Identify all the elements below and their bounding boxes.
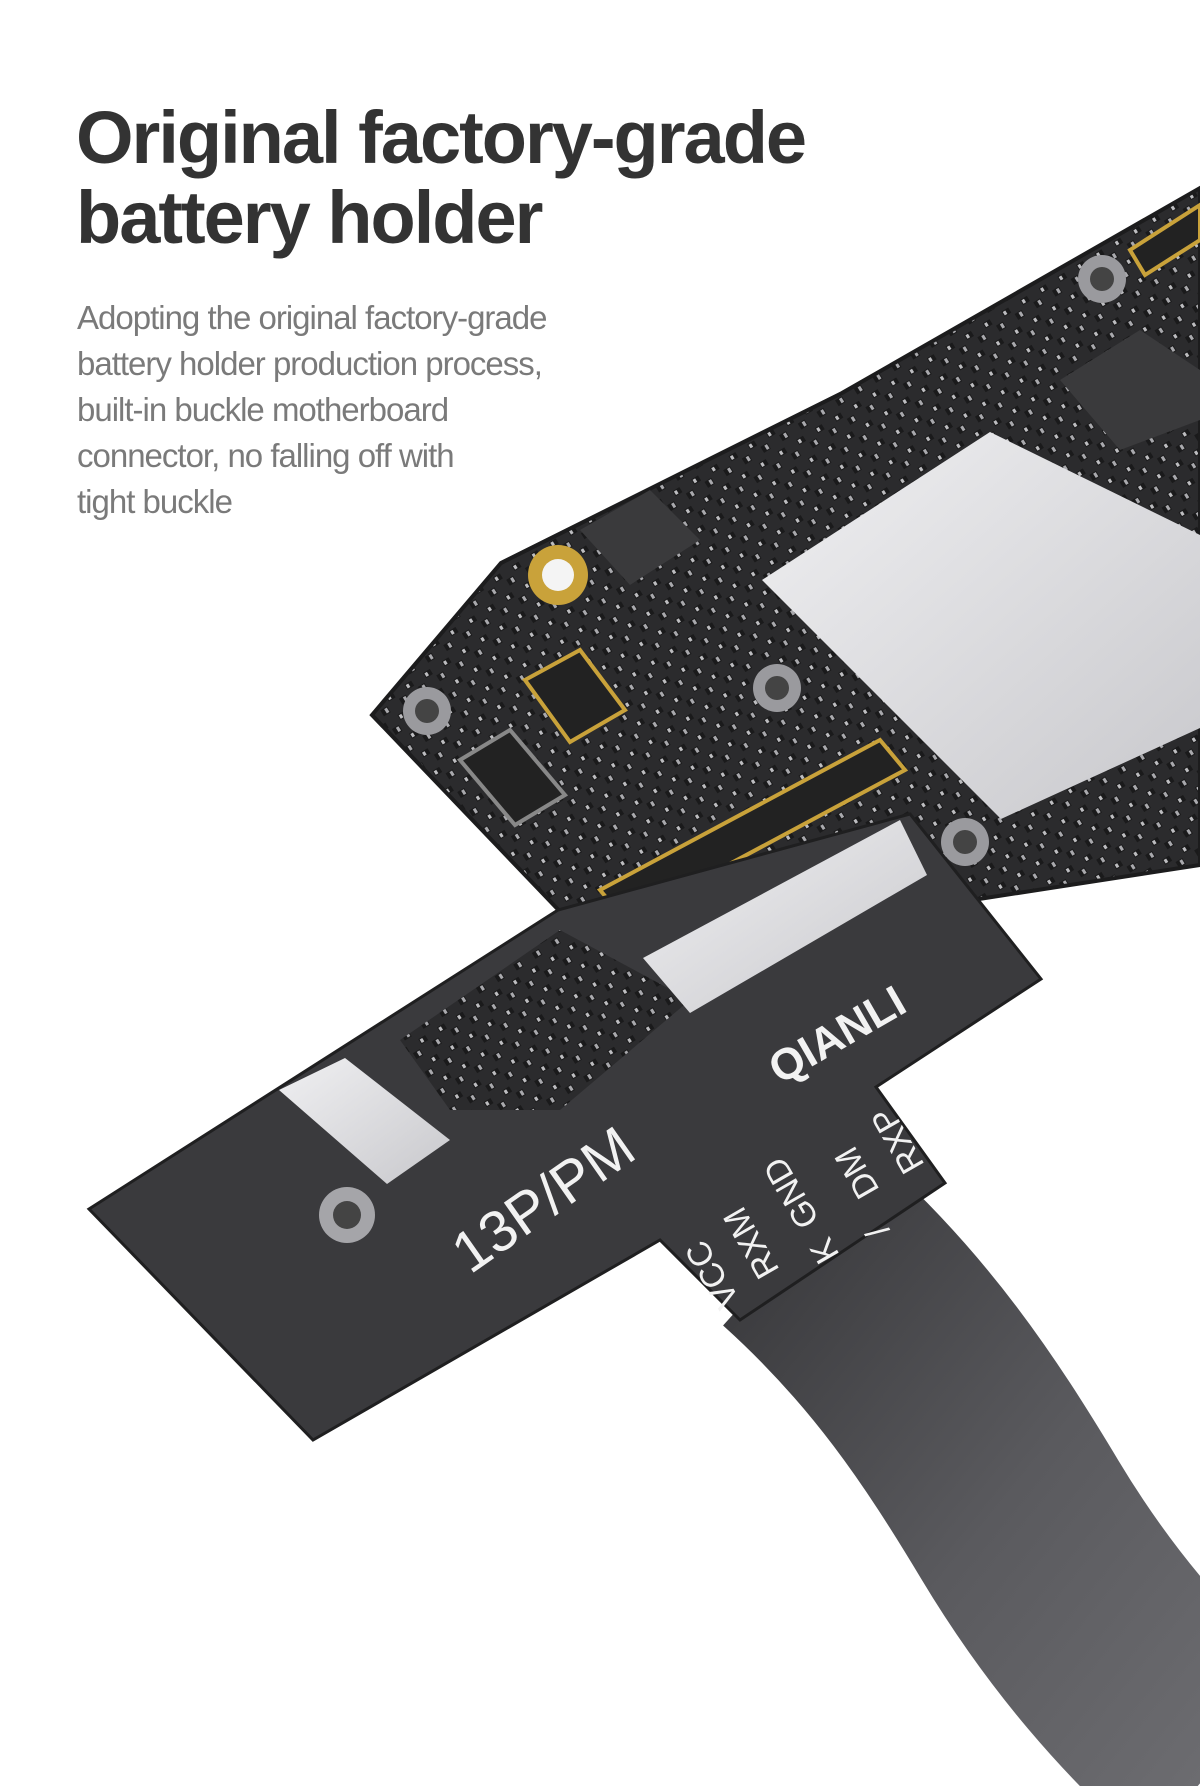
gold-mount-ring-icon bbox=[528, 545, 588, 605]
title-line: Original factory-grade bbox=[76, 96, 807, 179]
chip bbox=[580, 490, 700, 585]
flex-pad bbox=[643, 820, 927, 1013]
description-line: connector, no falling off with bbox=[77, 437, 455, 474]
description-line: battery holder production process, bbox=[77, 345, 543, 382]
board-connector bbox=[1127, 202, 1200, 278]
flex-cable bbox=[86, 812, 1044, 1442]
flex-components bbox=[400, 930, 690, 1110]
description: Adopting the original factory-grade batt… bbox=[77, 295, 637, 525]
screw-icon bbox=[941, 818, 989, 866]
cable bbox=[722, 1154, 1200, 1786]
page-title: Original factory-grade battery holder bbox=[76, 96, 807, 259]
screw-icon bbox=[753, 664, 801, 712]
screw-icon bbox=[319, 1187, 375, 1243]
chip bbox=[1060, 330, 1200, 450]
board-connector bbox=[522, 647, 628, 745]
screw-icon bbox=[1078, 255, 1126, 303]
description-line: Adopting the original factory-grade bbox=[77, 299, 547, 336]
title-line: battery holder bbox=[76, 176, 543, 259]
description-line: built-in buckle motherboard bbox=[77, 391, 449, 428]
flex-pad bbox=[279, 1058, 450, 1184]
main-shield bbox=[762, 432, 1200, 819]
board-connector bbox=[456, 727, 569, 828]
screw-icon bbox=[403, 687, 451, 735]
description-line: tight buckle bbox=[77, 483, 233, 520]
